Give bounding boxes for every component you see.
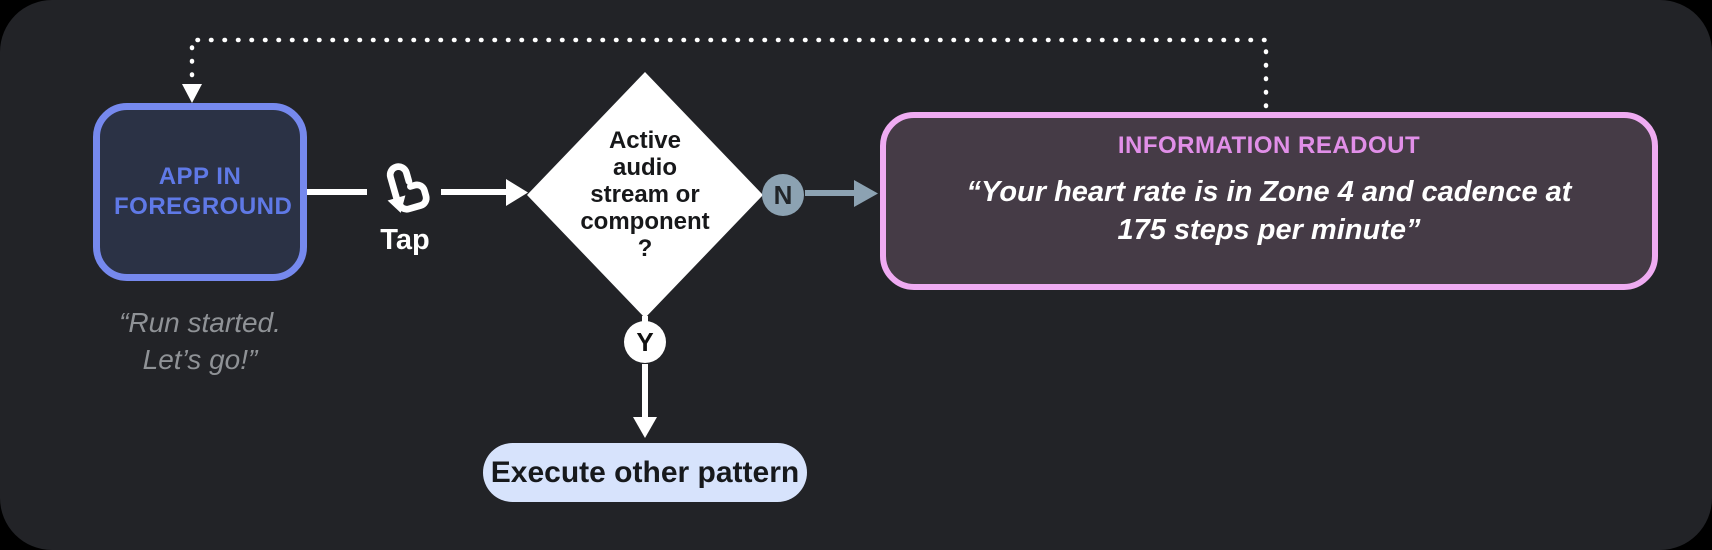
branch-no-badge: N: [762, 174, 804, 216]
branch-no-label: N: [773, 179, 793, 210]
readout-quote-line1: “Your heart rate is in Zone 4 and cadenc…: [966, 176, 1572, 208]
information-readout-node: INFORMATION READOUT “Your heart rate is …: [880, 112, 1658, 290]
run-started-quote-line2: Let’s go!”: [142, 344, 258, 375]
decision-line: ?: [637, 235, 653, 262]
execute-other-pattern-label: Execute other pattern: [490, 455, 800, 489]
decision-question: Active audio stream or component ?: [545, 127, 745, 262]
decision-line: stream or: [590, 181, 700, 208]
tap-label: Tap: [380, 224, 430, 256]
branch-yes-label: Y: [636, 326, 654, 357]
decision-line: Active: [608, 127, 682, 154]
tap-gesture-icon: [386, 163, 430, 213]
information-readout-title: INFORMATION READOUT: [1117, 132, 1421, 159]
readout-quote-line2: 175 steps per minute”: [1117, 214, 1421, 246]
run-started-quote-line1: “Run started.: [119, 307, 281, 338]
branch-yes-badge: Y: [624, 321, 666, 363]
app-in-foreground-label: APP IN FOREGROUND: [114, 163, 293, 220]
execute-other-pattern-node: Execute other pattern: [483, 443, 807, 502]
decision-line: component: [580, 208, 710, 235]
run-started-quote: “Run started. Let’s go!”: [40, 304, 360, 378]
app-in-foreground-node: APP IN FOREGROUND: [93, 103, 307, 281]
decision-line: audio: [613, 154, 677, 181]
readout-quote: “Your heart rate is in Zone 4 and cadenc…: [967, 173, 1572, 249]
